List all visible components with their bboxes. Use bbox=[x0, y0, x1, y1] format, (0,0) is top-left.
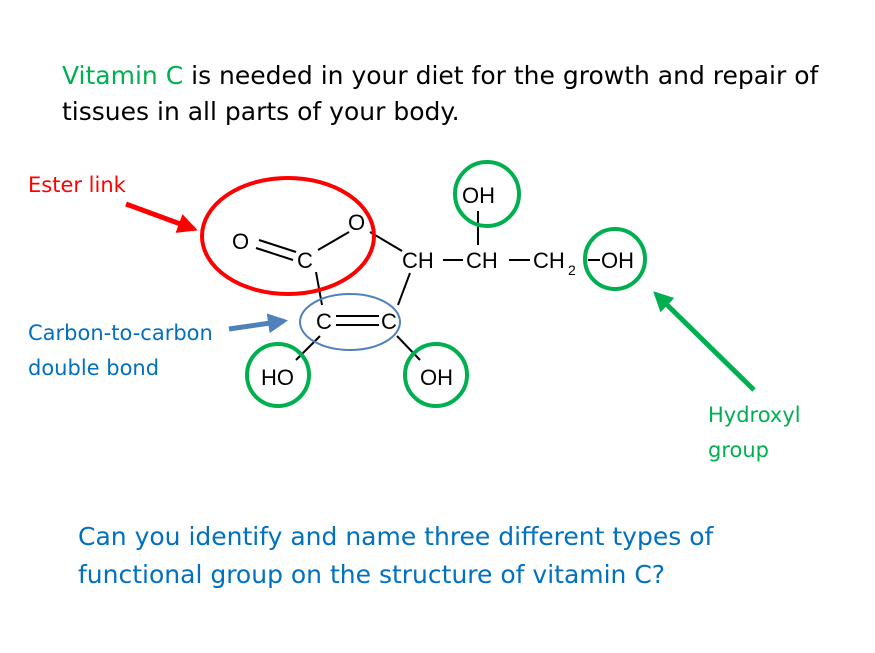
bond-c-o-ring bbox=[317, 231, 350, 251]
hydroxyl-circle-right bbox=[403, 342, 469, 408]
intro-text: Vitamin C is needed in your diet for the… bbox=[62, 58, 842, 130]
hydroxyl-circle-top bbox=[453, 160, 521, 228]
question-text: Can you identify and name three differen… bbox=[78, 522, 714, 589]
ester-arrow bbox=[125, 201, 198, 233]
atom-ch2-subscript: 2 bbox=[568, 262, 576, 278]
atom-o-carbonyl: O bbox=[232, 229, 249, 254]
carbon-double-bond-label: Carbon-to-carbon double bond bbox=[28, 321, 213, 380]
atom-ho-left: HO bbox=[261, 365, 294, 390]
bond-cright-oh bbox=[396, 335, 421, 361]
carbonyl-double-bond-a bbox=[258, 239, 297, 253]
double-bond-arrow bbox=[228, 313, 288, 334]
carbonyl-double-bond-b bbox=[255, 247, 294, 261]
atom-ch2: CH bbox=[533, 248, 565, 273]
hydroxyl-group-label: Hydroxyl group bbox=[708, 403, 801, 462]
atom-c-left: C bbox=[316, 309, 332, 334]
atom-oh-terminal: OH bbox=[601, 248, 634, 273]
intro-rest: is needed in your diet for the growth an… bbox=[62, 61, 819, 126]
atoms: O C O CH CH CH 2 OH OH C C HO OH bbox=[232, 183, 634, 390]
hydroxyl-circle-terminal bbox=[583, 227, 647, 291]
atom-oh-right: OH bbox=[420, 365, 453, 390]
atom-o-ring: O bbox=[348, 210, 365, 235]
hydroxyl-circle-left bbox=[245, 342, 311, 408]
hydroxyl-arrow bbox=[653, 291, 756, 392]
atom-c-carbonyl: C bbox=[297, 248, 313, 273]
atom-c-right: C bbox=[381, 309, 397, 334]
bond-ch-cright bbox=[397, 272, 411, 306]
double-bond-ellipse bbox=[299, 293, 401, 351]
vitamin-c-highlight: Vitamin C bbox=[62, 61, 184, 90]
bonds bbox=[255, 211, 600, 361]
bond-cleft-ho bbox=[295, 335, 321, 361]
atom-ch-ring: CH bbox=[402, 248, 434, 273]
atom-oh-top: OH bbox=[462, 183, 495, 208]
ester-link-ellipse bbox=[200, 176, 376, 296]
atom-ch-side: CH bbox=[466, 248, 498, 273]
ester-link-label: Ester link bbox=[28, 173, 126, 197]
